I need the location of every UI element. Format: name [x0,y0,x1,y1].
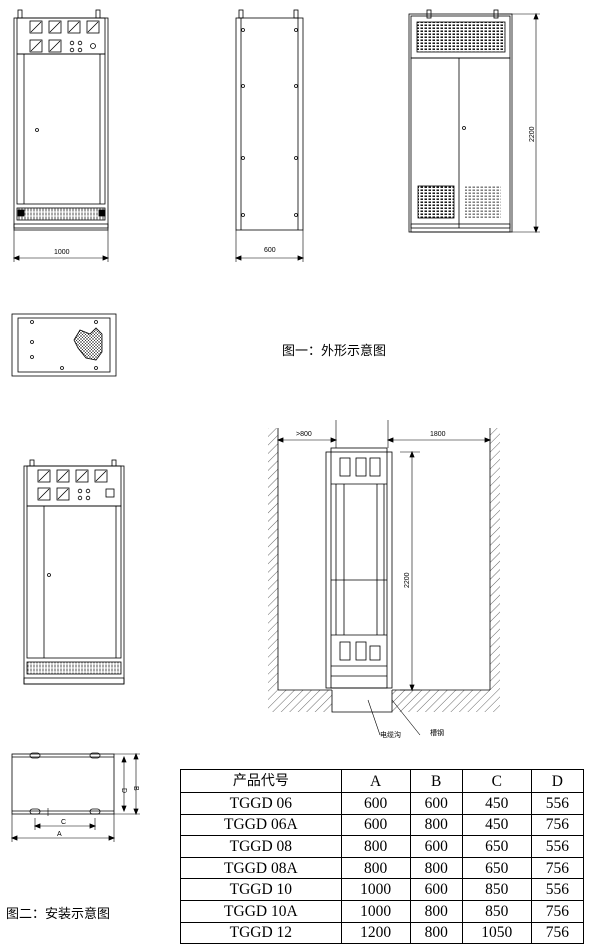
installation-section [268,420,500,736]
dim-label-d: D [120,788,127,793]
cell-b: 600 [409,835,463,858]
cell-code: TGGD 08A [180,856,342,880]
table-row: TGGD 06 600 600 450 556 [180,792,585,815]
spec-table: 产品代号 A B C D TGGD 06 600 600 450 556 TGG… [180,769,585,945]
cell-c: 450 [461,792,532,815]
header-product-code: 产品代号 [180,769,342,793]
table-row: TGGD 06A 600 800 450 756 [180,813,585,837]
cell-d: 556 [530,835,585,858]
base-plan [11,752,115,816]
header-d: D [530,769,585,793]
header-a: A [340,769,411,793]
cell-b: 800 [409,899,463,923]
dim-install-right: 1800 [430,431,446,438]
cell-a: 800 [340,856,411,880]
dim-label-c: C [61,819,66,826]
cell-d: 756 [530,921,585,945]
table-row: TGGD 08A 800 800 650 756 [180,856,585,880]
cell-c: 650 [461,835,532,858]
cell-d: 556 [530,792,585,815]
top-view-cabinet [11,313,117,377]
cell-d: 756 [530,856,585,880]
cell-a: 800 [340,835,411,858]
cell-d: 756 [530,813,585,837]
cell-b: 600 [409,792,463,815]
cell-b: 600 [409,878,463,901]
dim-front-width: 1000 [54,249,70,256]
header-c: C [461,769,532,793]
table-row: TGGD 10 1000 600 850 556 [180,878,585,901]
table-row: TGGD 08 800 600 650 556 [180,835,585,858]
cell-c: 450 [461,813,532,837]
cell-b: 800 [409,856,463,880]
dim-label-a: A [57,831,62,838]
cell-a: 600 [340,792,411,815]
figure-1-caption: 图一：外形示意图 [282,344,387,359]
label-channel-steel: 槽钢 [430,728,444,737]
dim-side-depth: 600 [264,247,276,254]
cell-a: 1200 [340,921,411,945]
cell-code: TGGD 10 [180,878,342,901]
spec-table-header: 产品代号 A B C D [180,769,585,793]
cell-a: 600 [340,813,411,837]
cell-c: 1050 [461,921,532,945]
figure-2-caption: 图二：安装示意图 [6,907,111,922]
cell-code: TGGD 08 [180,835,342,858]
dim-rear-height: 2200 [529,126,536,142]
label-cable-trench: 电缆沟 [380,730,401,739]
cell-c: 850 [461,878,532,901]
dim-install-height: 2200 [404,572,411,588]
cell-b: 800 [409,921,463,945]
dim-label-b: B [132,786,139,791]
cell-a: 1000 [340,899,411,923]
cell-c: 650 [461,856,532,880]
cell-d: 756 [530,899,585,923]
cell-a: 1000 [340,878,411,901]
cell-d: 556 [530,878,585,901]
cell-c: 850 [461,899,532,923]
cell-code: TGGD 06A [180,813,342,837]
table-row: TGGD 10A 1000 800 850 756 [180,899,585,923]
header-b: B [409,769,463,793]
cell-code: TGGD 12 [180,921,342,945]
rear-view-cabinet [408,9,513,233]
cell-b: 800 [409,813,463,837]
front-view-cabinet [13,9,109,231]
cell-code: TGGD 10A [180,899,342,923]
table-row: TGGD 12 1200 800 1050 756 [180,921,585,945]
cell-code: TGGD 06 [180,792,342,815]
side-view-cabinet [235,9,304,231]
install-front-cabinet [23,459,125,685]
dim-install-left: >800 [296,431,312,438]
